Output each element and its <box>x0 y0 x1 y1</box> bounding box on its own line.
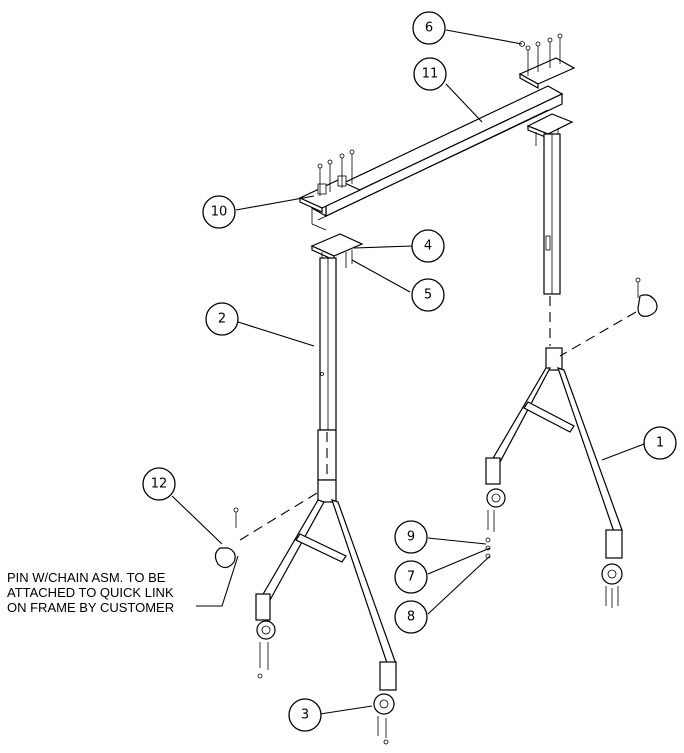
callout-9-label: 9 <box>407 530 415 545</box>
leader-5 <box>351 259 411 293</box>
callout-9: 9 <box>394 520 428 554</box>
leader-6 <box>445 29 523 45</box>
leader-note <box>196 555 239 607</box>
callout-11-label: 11 <box>422 67 439 82</box>
leader-9 <box>427 537 487 545</box>
callout-1-label: 1 <box>656 436 664 451</box>
pin-chain-note: PIN W/CHAIN ASM. TO BE ATTACHED TO QUICK… <box>7 570 174 615</box>
callout-8-label: 8 <box>407 610 415 625</box>
leader-7 <box>427 547 491 575</box>
callout-4: 4 <box>411 229 445 263</box>
callout-3: 3 <box>288 698 322 732</box>
leader-12 <box>171 495 223 545</box>
callout-6-label: 6 <box>425 21 433 36</box>
callout-10-label: 10 <box>211 205 228 220</box>
callout-7-label: 7 <box>407 570 415 585</box>
note-line-1: PIN W/CHAIN ASM. TO BE <box>7 570 166 585</box>
leader-8 <box>427 555 491 615</box>
callout-11: 11 <box>413 57 447 91</box>
callout-2: 2 <box>205 302 239 336</box>
callout-2-label: 2 <box>218 312 226 327</box>
leader-2 <box>237 321 315 347</box>
left-pin-chain <box>214 507 239 569</box>
callout-10: 10 <box>202 195 236 229</box>
leader-3 <box>319 705 373 715</box>
leader-1 <box>601 443 645 461</box>
note-line-3: ON FRAME BY CUSTOMER <box>7 600 174 615</box>
callout-5: 5 <box>411 278 445 312</box>
leader-lines <box>171 29 645 715</box>
callout-5-label: 5 <box>424 288 432 303</box>
left-top-clamp <box>298 149 362 213</box>
right-upright <box>543 133 561 346</box>
cross-beam <box>310 85 564 231</box>
callout-1: 1 <box>643 426 677 460</box>
right-base-frame <box>485 347 623 608</box>
leader-11 <box>445 83 483 123</box>
callout-8: 8 <box>394 600 428 634</box>
callout-4-label: 4 <box>424 239 432 254</box>
callout-7: 7 <box>394 560 428 594</box>
callout-12-label: 12 <box>151 477 168 492</box>
left-upright <box>317 257 337 481</box>
right-pin-axis-line <box>559 311 637 357</box>
leader-4 <box>353 245 413 249</box>
note-line-2: ATTACHED TO QUICK LINK <box>7 585 174 600</box>
left-base-frame <box>255 479 397 745</box>
leader-10 <box>235 195 315 211</box>
callout-3-label: 3 <box>301 708 309 723</box>
right-top-clamp <box>518 33 576 90</box>
callout-12: 12 <box>142 467 176 501</box>
left-pin-axis-line <box>239 489 323 541</box>
callout-6: 6 <box>412 11 446 45</box>
right-pin-chain <box>635 277 658 317</box>
left-upper-plate <box>310 233 364 268</box>
